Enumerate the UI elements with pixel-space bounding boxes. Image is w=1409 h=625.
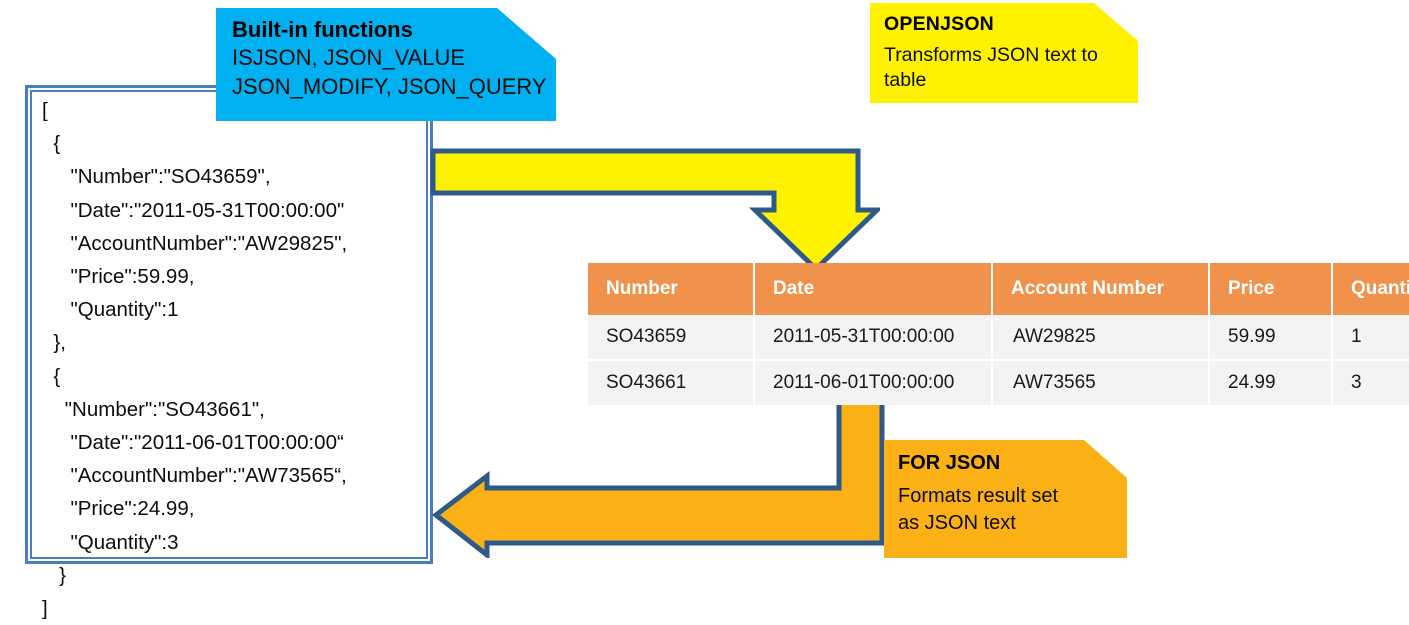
callout-for-json: FOR JSON Formats result set as JSON text (884, 440, 1127, 558)
table-header-quantity: Quantity (1332, 263, 1409, 315)
callout-for-json-body: Formats result set as JSON text (898, 485, 1059, 534)
table-header-account-number: Account Number (992, 263, 1210, 315)
cell-price: 59.99 (1209, 315, 1333, 361)
cell-date: 2011-06-01T00:00:00 (754, 360, 993, 405)
diagram-canvas: [ { "Number":"SO43659", "Date":"2011-05-… (25, 3, 1409, 620)
cell-quantity: 1 (1332, 315, 1409, 361)
cell-number: SO43661 (588, 360, 755, 405)
cell-number: SO43659 (588, 315, 755, 361)
cell-account-number: AW29825 (992, 315, 1210, 361)
callout-openjson: OPENJSON Transforms JSON text to table (870, 3, 1138, 103)
table-header-price: Price (1209, 263, 1333, 315)
table-row: SO43661 2011-06-01T00:00:00 AW73565 24.9… (588, 360, 1409, 405)
table-header-date: Date (754, 263, 993, 315)
table-header-number: Number (588, 263, 755, 315)
openjson-arrow (430, 148, 880, 273)
cell-price: 24.99 (1209, 360, 1333, 405)
table-row: SO43659 2011-05-31T00:00:00 AW29825 59.9… (588, 315, 1409, 361)
callout-builtin-title: Built-in functions (232, 17, 413, 42)
forjson-arrow (431, 398, 885, 558)
callout-openjson-body: Transforms JSON text to table (884, 44, 1098, 91)
json-document-box: [ { "Number":"SO43659", "Date":"2011-05-… (25, 85, 433, 620)
json-document-text: [ { "Number":"SO43659", "Date":"2011-05-… (42, 99, 348, 621)
callout-openjson-title: OPENJSON (884, 13, 994, 35)
result-table: Number Date Account Number Price Quantit… (588, 263, 1409, 405)
cell-date: 2011-05-31T00:00:00 (754, 315, 993, 361)
cell-account-number: AW73565 (992, 360, 1210, 405)
callout-for-json-title: FOR JSON (898, 452, 1001, 474)
cell-quantity: 3 (1332, 360, 1409, 405)
callout-builtin-functions: Built-in functions ISJSON, JSON_VALUE JS… (216, 8, 556, 121)
table-header-row: Number Date Account Number Price Quantit… (588, 263, 1409, 315)
callout-builtin-body: ISJSON, JSON_VALUE JSON_MODIFY, JSON_QUE… (232, 45, 547, 99)
